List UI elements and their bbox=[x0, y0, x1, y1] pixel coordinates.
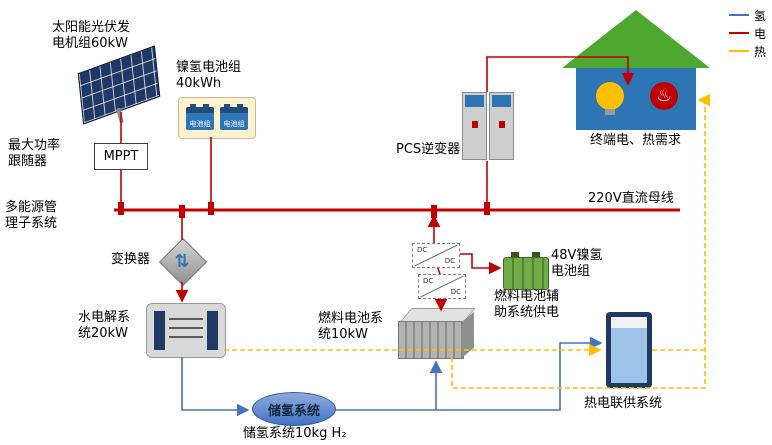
legend-item-heat: 热 bbox=[728, 42, 766, 60]
dcdc-top-label: DC bbox=[423, 277, 434, 285]
heat-demand-icon: ♨ bbox=[650, 82, 678, 110]
hydrogen-storage-caption: 储氢系统10kg H₂ bbox=[243, 426, 347, 441]
battery-cell-icon: 电池组 bbox=[220, 103, 248, 130]
dcdc-bottom-label: DC bbox=[444, 257, 455, 265]
hydrogen-storage-node: 储氢系统 bbox=[252, 392, 336, 426]
legend: 氢 电 热 bbox=[728, 6, 766, 60]
chp-label: 热电联供系统 bbox=[584, 396, 663, 411]
fuel-cell-label: 燃料电池系 统10kW bbox=[318, 311, 384, 343]
battery-48v-icon bbox=[503, 252, 549, 290]
chp-tank-icon bbox=[606, 312, 652, 388]
electrode-left bbox=[154, 311, 165, 350]
battery-cell-label: 电池组 bbox=[189, 119, 211, 128]
legend-label-heat: 热 bbox=[753, 44, 766, 59]
mppt-caption: 最大功率 跟随器 bbox=[8, 138, 61, 170]
hydrogen-storage-label: 储氢系统 bbox=[267, 403, 320, 419]
legend-label-hydrogen: 氢 bbox=[753, 8, 766, 23]
bus-label: 220V直流母线 bbox=[588, 191, 674, 206]
dc-converter-icon: ⇅ bbox=[158, 237, 208, 287]
converter-label: 变换器 bbox=[111, 252, 151, 267]
legend-item-electric: 电 bbox=[728, 24, 766, 42]
light-bulb-icon bbox=[596, 82, 624, 115]
dcdc-top-label: DC bbox=[417, 246, 428, 254]
electrolyzer-icon bbox=[146, 303, 226, 358]
chp-tank-liquid bbox=[611, 328, 647, 383]
nimh-battery-pack-icon: 电池组 电池组 bbox=[178, 97, 256, 139]
heat-waves-glyph: ♨ bbox=[656, 86, 672, 106]
pcs-cabinet-left bbox=[462, 92, 487, 160]
dcdc-converter-1: DC DC bbox=[412, 243, 460, 268]
battery-48v-label: 48V镍氢 电池组 bbox=[551, 248, 603, 280]
house-body: ♨ bbox=[576, 68, 696, 130]
hydrogen-wires bbox=[181, 336, 603, 417]
legend-item-hydrogen: 氢 bbox=[728, 6, 766, 24]
nimh-label: 镍氢电池组 40kWh bbox=[176, 60, 242, 92]
fuel-cell-aux-label: 燃料电池辅 助系统供电 bbox=[494, 289, 560, 321]
pcs-label: PCS逆变器 bbox=[396, 142, 461, 157]
heat-line-icon bbox=[728, 50, 749, 52]
house-icon: ♨ bbox=[560, 10, 712, 132]
fuel-cell-side-face bbox=[463, 311, 474, 357]
electrolyzer-plates bbox=[169, 318, 203, 344]
pcs-cabinet-right bbox=[489, 92, 514, 160]
dcdc-converter-2: DC DC bbox=[418, 274, 466, 299]
mppt-box: MPPT bbox=[94, 143, 148, 170]
pcs-inverter-icon bbox=[462, 92, 514, 160]
electrode-right bbox=[207, 311, 218, 350]
legend-label-electric: 电 bbox=[753, 26, 766, 41]
battery-cell-label: 电池组 bbox=[223, 119, 245, 128]
electrolyzer-label: 水电解系 统20kW bbox=[78, 310, 131, 342]
solar-panel-icon bbox=[72, 45, 164, 125]
ems-label: 多能源管 理子系统 bbox=[5, 200, 58, 232]
fuel-cell-front-face bbox=[398, 321, 464, 359]
electric-line-icon bbox=[728, 32, 749, 34]
dcdc-bottom-label: DC bbox=[450, 288, 461, 296]
solar-label: 太阳能光伏发 电机组60kW bbox=[52, 20, 131, 52]
mppt-label: MPPT bbox=[103, 149, 139, 164]
updown-arrows-icon: ⇅ bbox=[174, 250, 190, 272]
battery-cell-icon: 电池组 bbox=[186, 103, 214, 130]
fuel-cell-stack-icon bbox=[398, 307, 476, 359]
hydrogen-line-icon bbox=[728, 14, 749, 16]
house-roof bbox=[562, 10, 710, 68]
battery-48v-body bbox=[503, 252, 549, 290]
house-label: 终端电、热需求 bbox=[590, 133, 682, 148]
chp-tank-headspace bbox=[611, 317, 647, 328]
